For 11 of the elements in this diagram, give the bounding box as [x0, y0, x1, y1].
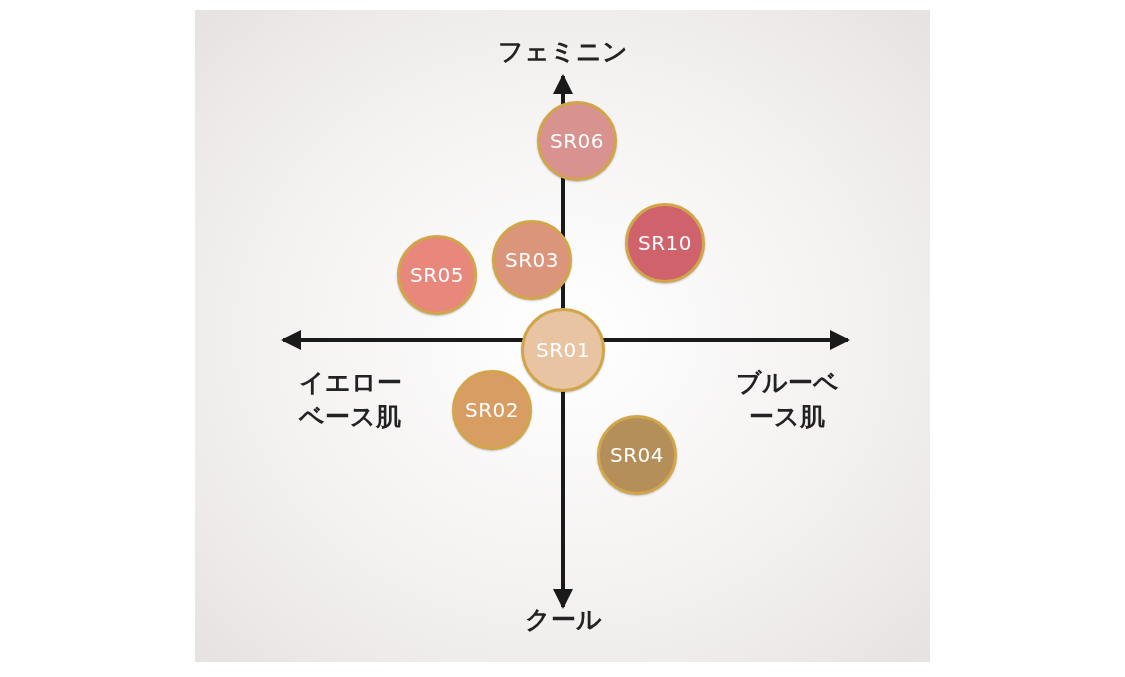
axis-label: フェミニン — [498, 36, 628, 68]
shade-code: SR05 — [409, 263, 464, 287]
shade-code: SR06 — [549, 129, 604, 153]
axis-label: イエローベース肌 — [297, 367, 403, 433]
shade-code: SR01 — [535, 338, 590, 362]
axis-label: クール — [524, 604, 602, 636]
shade-code: SR03 — [504, 248, 559, 272]
shade-code: SR04 — [609, 443, 664, 467]
shade-code: SR02 — [464, 398, 519, 422]
shade-code: SR10 — [637, 231, 692, 255]
axis-label: ブルーベース肌 — [734, 367, 840, 433]
